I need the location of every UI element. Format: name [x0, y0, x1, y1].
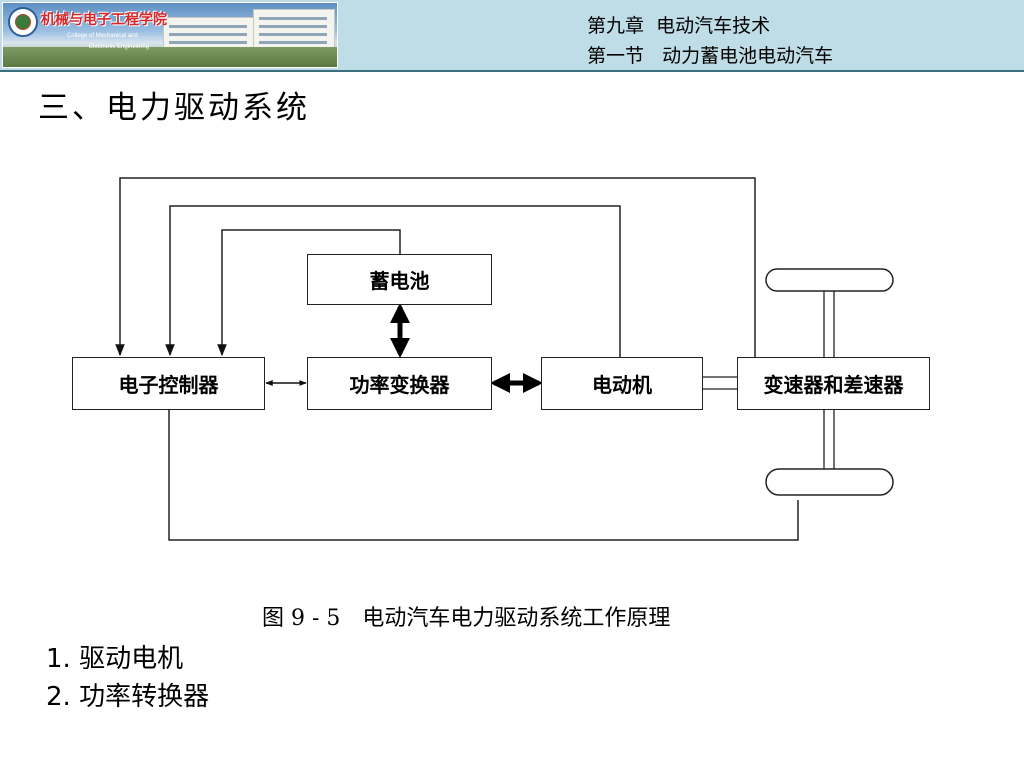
list-item: 2. 功率转换器 [46, 682, 210, 712]
landscape-image [3, 47, 337, 67]
converter-block: 功率变换器 [307, 357, 492, 410]
page-title: 三、电力驱动系统 [38, 90, 310, 126]
figure-number: 图 9 - 5 [262, 606, 341, 631]
transmission-block: 变速器和差速器 [737, 357, 930, 410]
wheel-top [765, 268, 894, 292]
feedback-line-motor [165, 205, 621, 357]
college-name-en-line2: Electronic Engineering [89, 44, 150, 50]
controller-block: 电子控制器 [72, 357, 265, 410]
controller-bottom-line [168, 410, 799, 541]
wheel-bottom [765, 468, 894, 496]
figure-caption-text: 电动汽车电力驱动系统工作原理 [362, 606, 671, 631]
section-title: 第一节 动力蓄电池电动汽车 [587, 45, 834, 67]
list-item: 1. 驱动电机 [46, 644, 184, 674]
motor-block: 电动机 [541, 357, 703, 410]
component-list: 1. 驱动电机 2. 功率转换器 [46, 640, 209, 716]
college-logo-icon [8, 7, 38, 37]
figure-caption: 图 9 - 5 电动汽车电力驱动系统工作原理 [248, 575, 670, 632]
battery-block: 蓄电池 [307, 254, 492, 305]
chapter-title: 第九章 电动汽车技术 [587, 15, 771, 37]
building-image [253, 9, 335, 53]
slide-header: 机械与电子工程学院 College of Mechanical and Elec… [0, 0, 1024, 72]
feedback-line-transmission [115, 177, 756, 357]
feedback-line-battery [217, 229, 401, 357]
college-name: 机械与电子工程学院 [41, 12, 167, 28]
college-banner: 机械与电子工程学院 College of Mechanical and Elec… [2, 2, 338, 68]
college-name-en-line1: College of Mechanical and [67, 33, 138, 39]
